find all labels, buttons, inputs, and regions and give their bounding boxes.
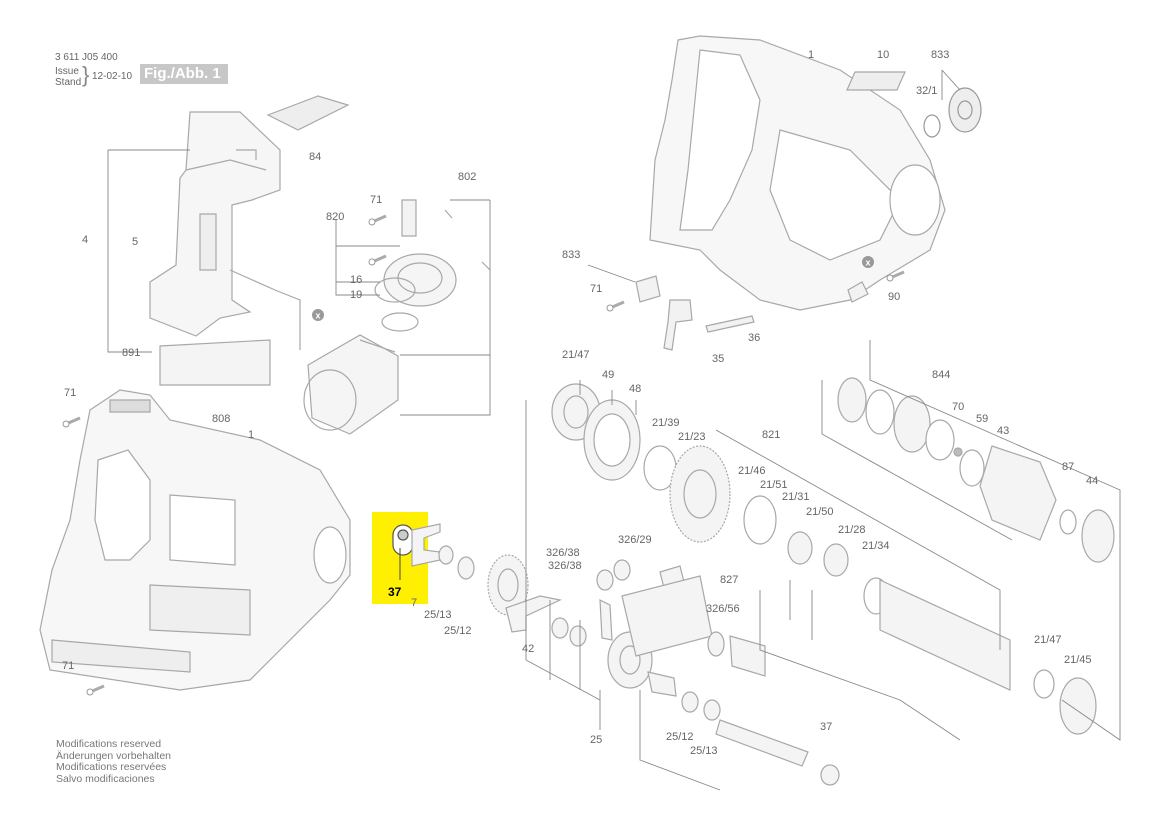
callout-21-51: 21/51 — [760, 479, 788, 491]
callout-21-50: 21/50 — [806, 506, 834, 518]
footer-notes: Modifications reserved Änderungen vorbeh… — [56, 738, 172, 785]
callout-21-39: 21/39 — [652, 417, 680, 429]
leader-lines — [107, 69, 1121, 791]
needle-bearing-37-highlight — [392, 524, 414, 556]
callout-25: 25 — [590, 734, 602, 746]
callout-59: 59 — [976, 413, 988, 425]
svg-text:x: x — [865, 258, 870, 268]
callout-16: 16 — [350, 274, 362, 286]
callout-21-34: 21/34 — [862, 540, 890, 552]
motor-assembly — [303, 199, 491, 435]
callout-326-56: 326/56 — [706, 603, 740, 615]
callout-71b: 71 — [590, 283, 602, 295]
callout-326-38b: 326/38 — [548, 560, 582, 572]
callout-833b: 833 — [562, 249, 580, 261]
figure-label: Fig./Abb. 1 — [140, 64, 228, 84]
callout-4: 4 — [82, 234, 88, 246]
nameplate-10 — [846, 71, 906, 91]
callout-25-12b: 25/12 — [666, 731, 694, 743]
callout-844: 844 — [932, 369, 950, 381]
callout-1a: 1 — [808, 49, 814, 61]
callout-821: 821 — [762, 429, 780, 441]
callout-21-23: 21/23 — [678, 431, 706, 443]
callout-326-38a: 326/38 — [546, 547, 580, 559]
chuck-assembly — [837, 377, 1115, 563]
callout-326-29: 326/29 — [618, 534, 652, 546]
callout-43: 43 — [997, 425, 1009, 437]
callout-25-13b: 25/13 — [690, 745, 718, 757]
callout-21-47b: 21/47 — [1034, 634, 1062, 646]
callout-21-31: 21/31 — [782, 491, 810, 503]
note-de: Änderungen vorbehalten — [56, 749, 172, 762]
callout-21-46: 21/46 — [738, 465, 766, 477]
highlight-label-37: 37 — [388, 585, 402, 599]
callout-71a: 71 — [370, 194, 382, 206]
callout-84: 84 — [309, 151, 321, 163]
callout-891: 891 — [122, 347, 140, 359]
note-es: Salvo modificaciones — [56, 772, 155, 785]
x-marker-icon: x — [862, 256, 874, 268]
issue-label: Issue — [55, 66, 79, 77]
callout-21-47a: 21/47 — [562, 349, 590, 361]
part-number: 3 611 J05 400 — [55, 52, 118, 63]
callouts: 1 10 833 32/1 84 802 71 820 4 5 16 19 89… — [62, 49, 1098, 757]
callout-808: 808 — [212, 413, 230, 425]
callout-820: 820 — [326, 211, 344, 223]
callout-21-28: 21/28 — [838, 524, 866, 536]
callout-25-12a: 25/12 — [444, 625, 472, 637]
callout-21-45: 21/45 — [1064, 654, 1092, 666]
brace-icon: } — [82, 62, 90, 87]
gear-train — [411, 383, 1097, 786]
stand-label: Stand — [55, 77, 82, 88]
callout-833a: 833 — [931, 49, 949, 61]
callout-802: 802 — [458, 171, 476, 183]
bearing-icon — [923, 87, 982, 138]
callout-71c: 71 — [64, 387, 76, 399]
housing-half-top — [649, 35, 946, 311]
note-en: Modifications reserved — [56, 738, 162, 750]
callout-36: 36 — [748, 332, 760, 344]
callout-19: 19 — [350, 289, 362, 301]
callout-25-13a: 25/13 — [424, 609, 452, 621]
main-housing — [39, 389, 351, 691]
callout-70: 70 — [952, 401, 964, 413]
callout-44: 44 — [1086, 475, 1098, 487]
issue-date: 12-02-10 — [92, 71, 133, 82]
callout-10: 10 — [877, 49, 889, 61]
callout-90: 90 — [888, 291, 900, 303]
callout-71d: 71 — [62, 660, 74, 672]
callout-1b: 1 — [248, 429, 254, 441]
callout-87: 87 — [1062, 461, 1074, 473]
callout-7: 7 — [411, 597, 417, 609]
callout-827: 827 — [720, 574, 738, 586]
callout-42: 42 — [522, 643, 534, 655]
callout-5: 5 — [132, 236, 138, 248]
svg-text:x: x — [315, 311, 320, 321]
callout-32-1: 32/1 — [916, 85, 937, 97]
callout-37: 37 — [820, 721, 832, 733]
note-fr: Modifications reservées — [56, 761, 167, 773]
callout-48: 48 — [629, 383, 641, 395]
callout-49: 49 — [602, 369, 614, 381]
switch-assembly — [149, 95, 350, 386]
x-marker-icon: x — [312, 309, 324, 321]
callout-35: 35 — [712, 353, 724, 365]
